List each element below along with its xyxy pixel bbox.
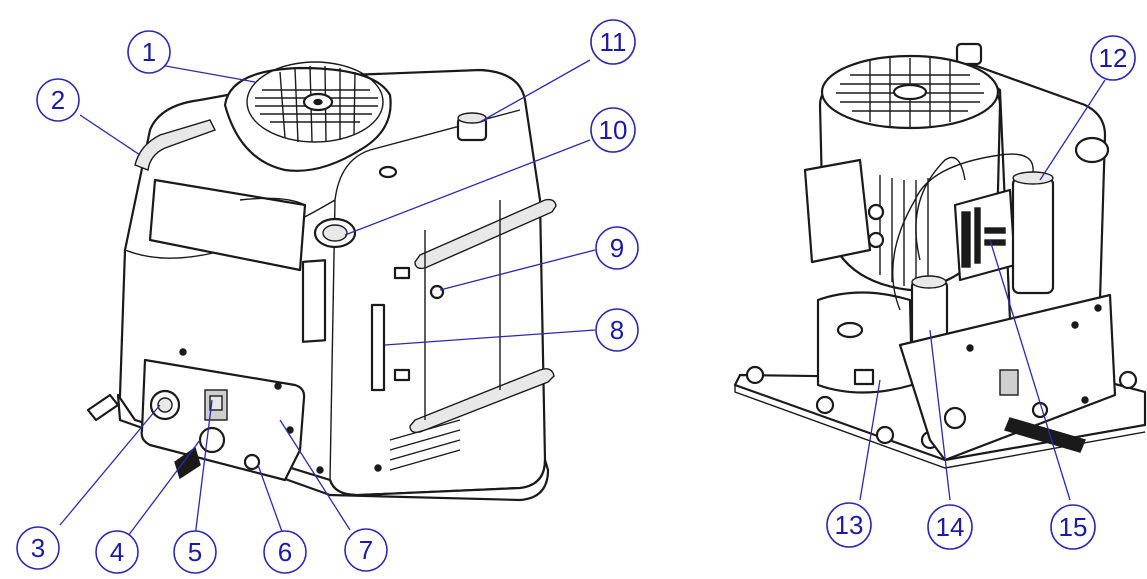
side-vent	[389, 419, 461, 471]
callout-14: 14	[927, 504, 973, 550]
callout-11: 11	[590, 19, 636, 65]
right-unit-rear-view	[733, 42, 1147, 469]
callout-2-label: 2	[51, 85, 65, 115]
callout-3-label: 3	[31, 533, 45, 563]
callout-8-label: 8	[610, 315, 624, 345]
side-slot	[301, 259, 327, 343]
callout-12-label: 12	[1099, 43, 1128, 73]
small-slot-a	[393, 266, 411, 280]
callout-1: 1	[127, 30, 171, 74]
callout-9-label: 9	[610, 233, 624, 263]
lower-side-handle	[409, 368, 555, 434]
callout-12: 12	[1090, 35, 1136, 81]
fan-cover	[223, 66, 392, 172]
callout-7-label: 7	[359, 535, 373, 565]
left-unit-front-view	[86, 61, 557, 502]
rear-screws	[966, 304, 1102, 404]
wire-b	[915, 156, 966, 261]
level-window	[370, 303, 386, 392]
callout-6-label: 6	[278, 537, 292, 567]
callout-10: 10	[590, 107, 636, 153]
cable-gland	[198, 426, 226, 454]
callout-14-label: 14	[936, 512, 965, 542]
callout-2: 2	[36, 78, 80, 122]
top-plug	[378, 165, 398, 179]
callout-4-label: 4	[110, 537, 124, 567]
side-fitting	[86, 393, 120, 422]
callout-1-label: 1	[142, 37, 156, 67]
front-window-panel	[148, 178, 307, 272]
small-slot-b	[393, 368, 411, 382]
callout-6: 6	[263, 530, 307, 574]
housing-edge	[329, 109, 521, 481]
capacitor	[1011, 176, 1055, 295]
ground-screw	[243, 453, 261, 471]
callout-11-label: 11	[600, 27, 627, 57]
leader-lines	[59, 59, 1106, 541]
board-terminals	[961, 207, 1006, 268]
rear-cable	[1004, 417, 1086, 453]
upper-side-handle	[414, 198, 557, 270]
power-cable	[174, 446, 201, 480]
callout-10-label: 10	[599, 115, 628, 145]
callout-15: 15	[1050, 504, 1096, 550]
callout-8: 8	[595, 308, 639, 352]
level-gauge	[429, 284, 445, 300]
callout-5-label: 5	[188, 537, 202, 567]
callout-13-label: 13	[835, 510, 864, 540]
connector-block	[853, 368, 875, 386]
rear-power-switch	[999, 369, 1019, 396]
rear-coupling	[943, 406, 967, 430]
terminal-box	[803, 158, 872, 264]
top-left-handle	[134, 119, 216, 171]
callout-9: 9	[595, 226, 639, 270]
rear-filler-cap	[1074, 136, 1110, 164]
callout-7: 7	[344, 528, 388, 572]
fan-grille-outline	[246, 61, 384, 143]
callout-15-label: 15	[1059, 512, 1088, 542]
wire-a	[892, 153, 1034, 311]
rear-breather-cap	[955, 42, 983, 66]
callout-5: 5	[173, 530, 217, 574]
callout-13: 13	[826, 502, 872, 548]
callout-4: 4	[95, 530, 139, 574]
callout-3: 3	[16, 526, 60, 570]
